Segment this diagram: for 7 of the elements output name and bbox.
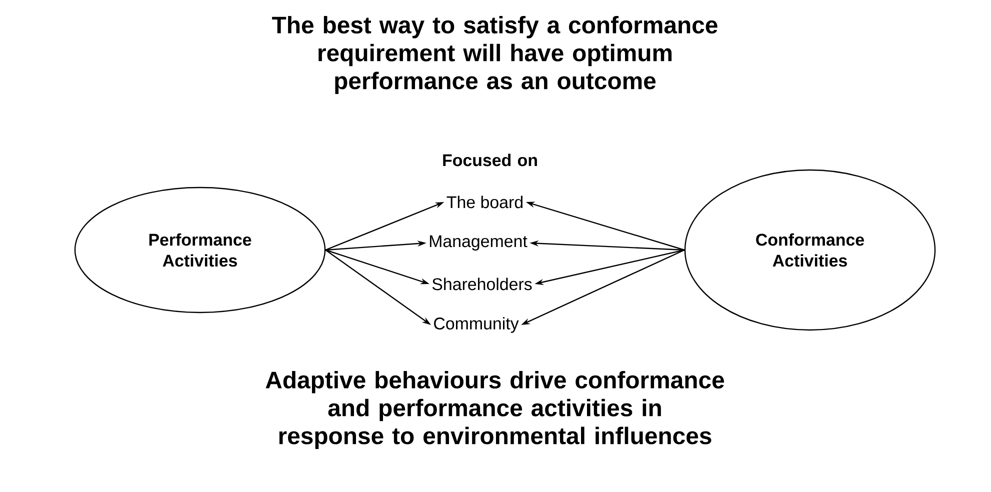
target-text: Management bbox=[430, 235, 528, 251]
heading: Focused on bbox=[443, 154, 537, 166]
target-text: Shareholders bbox=[432, 278, 532, 290]
banner-text: Adaptive behaviours drive conformance and performance activities in response to environmental influences bbox=[266, 370, 724, 450]
banner-text: The best way to satisfy a conformance requirement will have optimum performance as an outcome bbox=[272, 16, 718, 94]
target-text: The board bbox=[446, 196, 522, 208]
target-text: Community bbox=[434, 317, 519, 333]
